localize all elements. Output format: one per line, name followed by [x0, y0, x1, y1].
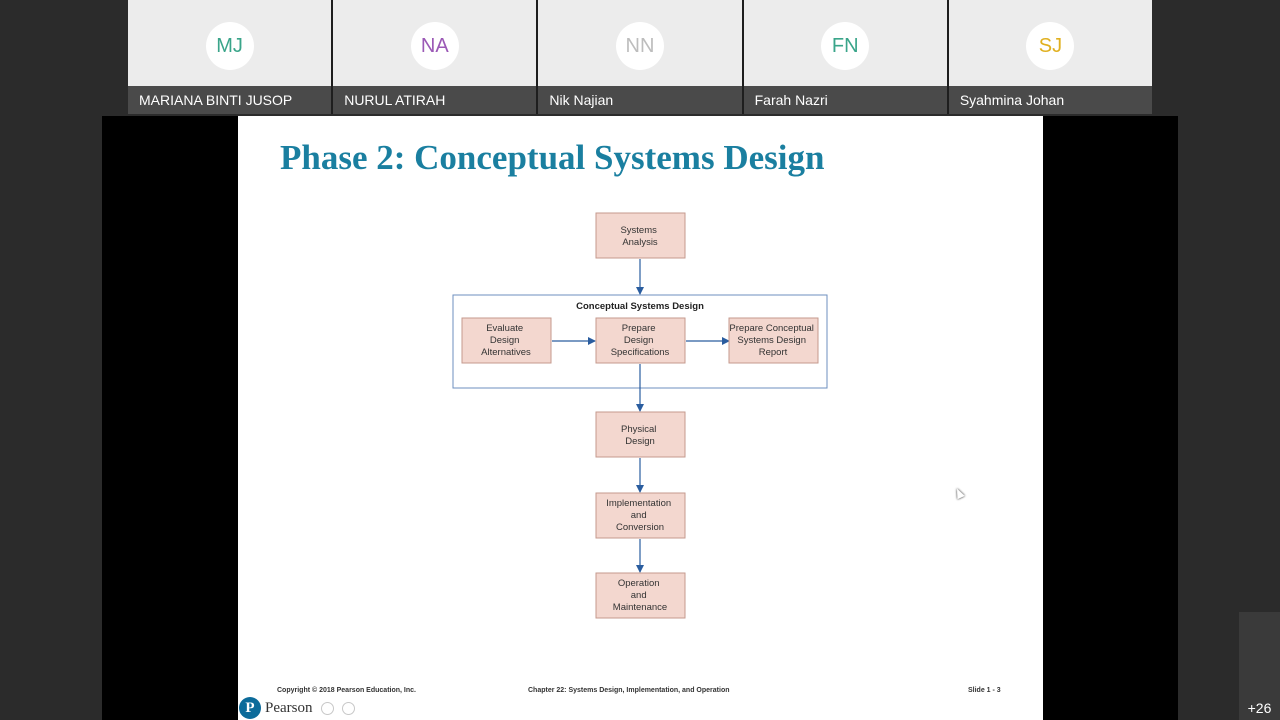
box-line: Design	[625, 436, 655, 447]
box-operation: Operation and Maintenance	[595, 572, 686, 619]
svg-text:Systems Analysis: Systems Analysis	[620, 225, 659, 248]
participant-tile[interactable]: NA NURUL ATIRAH	[333, 0, 537, 114]
box-evaluate-alternatives: Evaluate Design Alternatives	[461, 317, 552, 364]
zoom-icon[interactable]	[320, 701, 334, 715]
more-options-icon[interactable]	[341, 701, 355, 715]
avatar: NN	[616, 22, 664, 70]
svg-text:Operation and: Operation and Maintenance	[613, 578, 667, 613]
box-line: Evaluate	[486, 323, 523, 334]
svg-text:Evaluate Design: Evaluate Design Alternatives	[481, 323, 531, 358]
box-line: Report	[759, 347, 788, 358]
participant-tile[interactable]: NN Nik Najian	[538, 0, 742, 114]
svg-text:Prepare Conceptual: Prepare Conceptual Systems Design Report	[729, 323, 816, 358]
box-line: Design	[624, 335, 654, 346]
participant-strip: MJ MARIANA BINTI JUSOP NA NURUL ATIRAH N…	[128, 0, 1153, 114]
more-participants-button[interactable]: +26	[1239, 612, 1280, 720]
avatar: FN	[821, 22, 870, 70]
box-line: Specifications	[611, 347, 670, 358]
footer-copyright: Copyright © 2018 Pearson Education, Inc.	[277, 687, 416, 694]
svg-text:Implementation and: Implementation and Conversion	[606, 498, 674, 533]
avatar: NA	[410, 22, 459, 70]
participant-name: MARIANA BINTI JUSOP	[128, 86, 332, 114]
box-line: Systems	[620, 225, 657, 236]
participant-name: NURUL ATIRAH	[333, 86, 537, 114]
avatar: SJ	[1026, 22, 1075, 70]
box-line: Alternatives	[481, 347, 531, 358]
box-line: Physical	[621, 424, 656, 435]
box-line: Maintenance	[613, 602, 667, 613]
group-label: Conceptual Systems Design	[576, 301, 704, 312]
pearson-logo-icon: P	[239, 697, 261, 719]
box-line: and	[631, 510, 647, 521]
box-design-specifications: Prepare Design Specifications	[595, 317, 686, 364]
box-implementation: Implementation and Conversion	[595, 492, 686, 539]
box-line: Design	[490, 335, 520, 346]
box-systems-analysis: Systems Analysis	[595, 212, 686, 259]
participant-tile[interactable]: MJ MARIANA BINTI JUSOP	[128, 0, 332, 114]
footer-chapter: Chapter 22: Systems Design, Implementati…	[528, 687, 730, 694]
flow-diagram: Conceptual Systems Design Systems Analys…	[452, 212, 828, 619]
participant-name: Farah Nazri	[743, 86, 947, 114]
presentation-slide: Phase 2: Conceptual Systems Design Conce…	[238, 116, 1043, 720]
participant-tile[interactable]: SJ Syahmina Johan	[948, 0, 1153, 114]
brand-name: Pearson	[265, 699, 313, 716]
box-line: Prepare Conceptual	[729, 323, 814, 334]
box-line: Analysis	[622, 237, 658, 248]
more-participants-count: +26	[1247, 700, 1272, 716]
box-physical-design: Physical Design	[595, 411, 686, 458]
box-line: Prepare	[622, 323, 656, 334]
brand: P Pearson	[238, 696, 355, 720]
svg-text:Physical Design: Physical Design	[621, 424, 659, 447]
box-line: Systems Design	[737, 335, 806, 346]
participant-name: Nik Najian	[538, 86, 742, 114]
box-line: Conversion	[616, 522, 664, 533]
box-line: and	[631, 590, 647, 601]
slide-title: Phase 2: Conceptual Systems Design	[280, 138, 825, 177]
box-line: Implementation	[606, 498, 671, 509]
participant-tile[interactable]: FN Farah Nazri	[743, 0, 947, 114]
participant-name: Syahmina Johan	[948, 86, 1153, 114]
box-conceptual-report: Prepare Conceptual Systems Design Report	[728, 317, 819, 364]
shared-screen[interactable]: Phase 2: Conceptual Systems Design Conce…	[102, 116, 1178, 720]
footer-slide-number: Slide 1 - 3	[968, 687, 1001, 694]
avatar: MJ	[205, 22, 254, 70]
svg-text:Prepare Design: Prepare Design Specifications	[611, 323, 670, 358]
box-line: Operation	[618, 578, 660, 589]
